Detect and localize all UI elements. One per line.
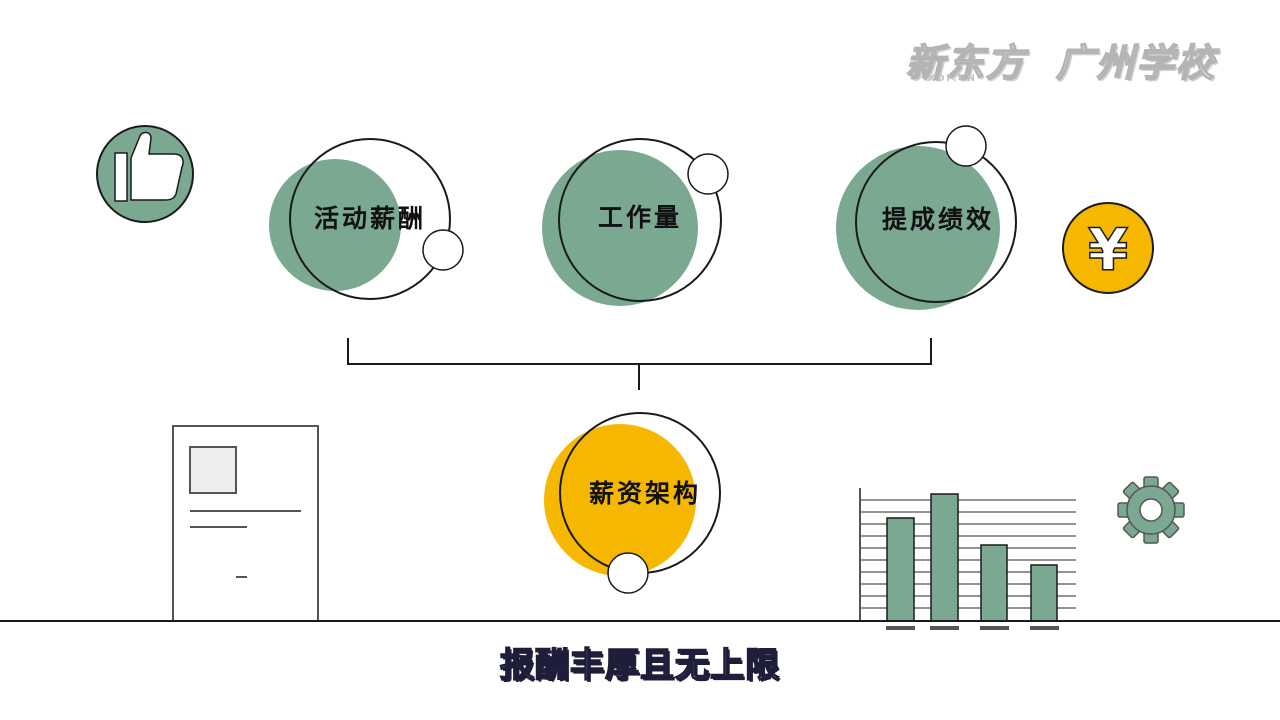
chart-bar xyxy=(886,517,915,622)
document-icon xyxy=(172,425,319,622)
workload-label: 工作量 xyxy=(597,203,683,232)
yen-coin-icon: ¥ xyxy=(1062,202,1154,294)
workload-circle xyxy=(542,138,729,306)
watermark-logo: 新东方 XDF.CN 广州学校 xyxy=(905,30,1246,90)
thumbs-up-icon xyxy=(96,125,194,223)
yen-symbol: ¥ xyxy=(1088,216,1128,284)
activity-pay-dot xyxy=(422,229,464,271)
commission-circle xyxy=(836,125,1017,310)
commission-dot xyxy=(945,125,987,167)
watermark-brand: 新东方 xyxy=(905,40,1027,86)
chart-bar xyxy=(1030,564,1058,622)
subtitle-caption: 报酬丰厚且无上限 xyxy=(499,645,780,687)
chart-bar xyxy=(930,493,959,622)
watermark-brand-sub: XDF.CN xyxy=(928,74,977,84)
salary-structure-circle xyxy=(544,412,721,594)
salary-structure-label: 薪资架构 xyxy=(588,479,702,508)
salary-structure-dot xyxy=(607,552,649,594)
activity-pay-label: 活动薪酬 xyxy=(313,204,427,233)
workload-dot xyxy=(687,153,729,195)
chart-bar xyxy=(980,544,1008,622)
activity-pay-circle xyxy=(269,138,464,300)
bar-chart-icon xyxy=(859,488,1076,630)
commission-label: 提成绩效 xyxy=(881,205,995,234)
bracket-connector xyxy=(347,338,932,390)
watermark-school: 广州学校 xyxy=(1055,40,1217,86)
gear-icon xyxy=(1117,476,1185,544)
